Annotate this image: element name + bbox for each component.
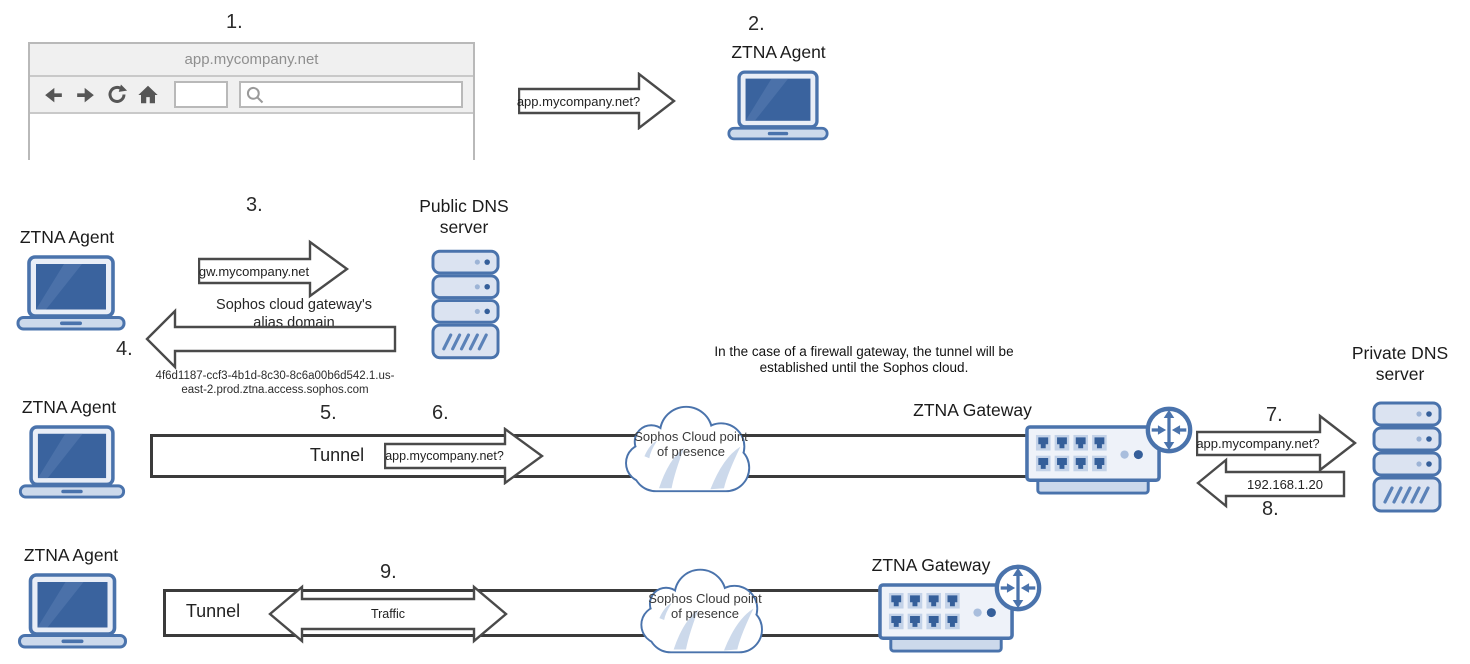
ztna-agent-label: ZTNA Agent — [21, 397, 117, 417]
arrow-app-query-private-dns: app.mycompany.net? — [1196, 413, 1358, 473]
ztna-gateway-label: ZTNA Gateway — [913, 400, 1032, 420]
arrow-label: Traffic — [370, 607, 406, 621]
ztna-gateway-label: ZTNA Gateway — [871, 555, 991, 575]
laptop-icon — [16, 573, 129, 649]
step-6-number: 6. — [432, 402, 449, 424]
browser-title: app.mycompany.net — [30, 44, 473, 77]
laptop-icon — [727, 70, 829, 141]
tunnel-label: Tunnel — [309, 445, 365, 465]
step-5-number: 5. — [320, 402, 337, 424]
arrow-traffic: Traffic — [268, 584, 508, 644]
ztna-gateway-switch-icon — [1025, 425, 1163, 498]
tunnel-box — [150, 434, 1032, 478]
forward-icon — [77, 87, 94, 102]
address-box — [174, 81, 228, 108]
arrow-app-query-to-agent: app.mycompany.net? — [516, 72, 676, 130]
step-8-number: 8. — [1262, 498, 1279, 520]
alias-domain-text: 4f6d1187-ccf3-4b1d-8c30-8c6a00b6d542.1.u… — [155, 370, 395, 397]
router-badge-icon — [1144, 404, 1194, 456]
home-icon — [138, 85, 158, 104]
ztna-agent-label: ZTNA Agent — [23, 545, 119, 565]
arrow-label: 192.168.1.20 — [1247, 476, 1323, 492]
arrow-dns-answer: 192.168.1.20 — [1196, 456, 1346, 510]
arrow-app-query-tunnel: app.mycompany.net? — [384, 427, 544, 485]
public-dns-server-icon — [431, 249, 500, 360]
back-icon — [45, 87, 62, 102]
arrow-alias-answer — [145, 308, 397, 370]
ztna-agent-label: ZTNA Agent — [19, 227, 115, 247]
browser-window: app.mycompany.net — [28, 42, 475, 160]
private-dns-server-icon — [1372, 398, 1442, 516]
browser-toolbar — [30, 77, 473, 114]
step-3-number: 3. — [246, 194, 263, 216]
step-2-number: 2. — [748, 13, 765, 35]
firewall-note: In the case of a firewall gateway, the t… — [714, 344, 1014, 376]
laptop-icon — [16, 425, 128, 499]
router-badge-icon — [993, 562, 1043, 614]
arrow-gw-query: gw.mycompany.net — [198, 238, 350, 300]
sophos-cloud-label: Sophos Cloud point of presence — [634, 429, 748, 460]
refresh-icon — [108, 84, 128, 103]
step-9-number: 9. — [380, 561, 397, 583]
private-dns-label: Private DNS server — [1351, 343, 1449, 385]
arrow-label: app.mycompany.net? — [385, 449, 504, 463]
laptop-icon — [16, 255, 126, 331]
step-1-number: 1. — [226, 11, 243, 33]
ztna-agent-label: ZTNA Agent — [731, 42, 826, 62]
tunnel-label: Tunnel — [185, 601, 241, 621]
step-4-number: 4. — [116, 338, 133, 360]
step-7-number: 7. — [1266, 404, 1283, 426]
sophos-cloud-label: Sophos Cloud point of presence — [648, 591, 762, 622]
search-box — [239, 81, 463, 108]
arrow-label: app.mycompany.net? — [1196, 436, 1320, 451]
browser-content — [30, 114, 473, 160]
arrow-label: gw.mycompany.net — [198, 263, 310, 279]
public-dns-label: Public DNS server — [419, 196, 509, 238]
arrow-label: app.mycompany.net? — [516, 93, 641, 109]
search-icon — [246, 86, 264, 103]
